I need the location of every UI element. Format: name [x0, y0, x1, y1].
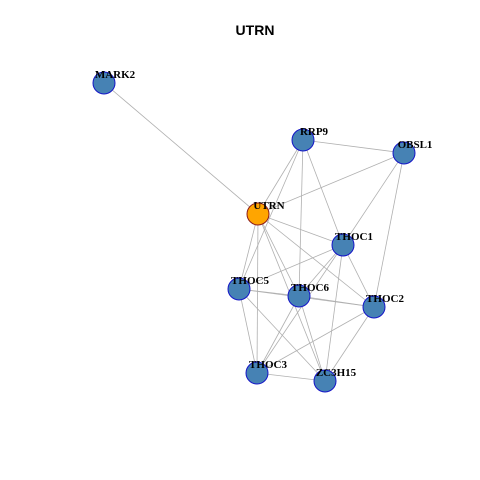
edge-utrn-obsl1 [257, 152, 405, 215]
edge-thoc5-zc3h15 [238, 288, 326, 382]
node-rrp9: RRP9 [291, 126, 329, 152]
edge-rrp9-thoc1 [302, 139, 344, 246]
edge-utrn-thoc2 [257, 213, 375, 308]
node-mark2: MARK2 [92, 69, 136, 95]
node-circle-thoc5 [227, 277, 251, 301]
node-obsl1: OBSL1 [392, 139, 433, 165]
node-label-mark2: MARK2 [95, 69, 136, 81]
edge-utrn-thoc3 [256, 213, 259, 374]
graph-title: UTRN [236, 22, 275, 38]
node-circle-zc3h15 [313, 369, 337, 393]
edge-utrn-thoc6 [257, 213, 300, 297]
node-label-thoc1: THOC1 [335, 231, 373, 243]
edge-obsl1-thoc2 [373, 152, 405, 308]
edge-layer [103, 82, 405, 382]
node-circle-obsl1 [392, 141, 416, 165]
node-label-thoc5: THOC5 [231, 275, 269, 287]
edge-thoc2-thoc3 [256, 306, 375, 374]
node-utrn: UTRN [246, 200, 285, 226]
edge-rrp9-thoc5 [238, 139, 304, 290]
node-label-thoc6: THOC6 [291, 282, 329, 294]
edge-thoc5-thoc3 [238, 288, 258, 374]
edge-thoc6-thoc3 [256, 295, 300, 374]
edge-thoc6-zc3h15 [298, 295, 326, 382]
edge-obsl1-thoc1 [342, 152, 405, 246]
edge-thoc1-thoc2 [342, 244, 375, 308]
node-thoc1: THOC1 [331, 231, 373, 257]
node-label-rrp9: RRP9 [300, 126, 329, 138]
node-circle-mark2 [92, 71, 116, 95]
node-thoc6: THOC6 [287, 282, 329, 308]
edge-thoc1-thoc5 [238, 244, 344, 290]
edge-thoc1-thoc3 [256, 244, 344, 374]
node-label-utrn: UTRN [253, 200, 284, 212]
node-label-thoc2: THOC2 [366, 293, 404, 305]
edge-utrn-thoc5 [238, 213, 259, 290]
node-label-thoc3: THOC3 [249, 359, 287, 371]
node-circle-thoc3 [245, 361, 269, 385]
node-circle-rrp9 [291, 128, 315, 152]
edge-mark2-utrn [103, 82, 259, 215]
edge-rrp9-obsl1 [302, 139, 405, 154]
node-circle-thoc2 [362, 295, 386, 319]
node-label-zc3h15: ZC3H15 [316, 367, 357, 379]
node-circle-thoc6 [287, 284, 311, 308]
node-thoc5: THOC5 [227, 275, 269, 301]
edge-thoc6-thoc2 [298, 295, 375, 308]
node-circle-thoc1 [331, 233, 355, 257]
edge-utrn-rrp9 [257, 139, 304, 215]
edge-rrp9-thoc6 [298, 139, 304, 297]
node-thoc3: THOC3 [245, 359, 287, 385]
node-thoc2: THOC2 [362, 293, 404, 319]
node-circle-utrn [246, 202, 270, 226]
edge-thoc1-zc3h15 [324, 244, 344, 382]
node-zc3h15: ZC3H15 [313, 367, 357, 393]
edge-thoc2-zc3h15 [324, 306, 375, 382]
node-label-obsl1: OBSL1 [398, 139, 433, 151]
